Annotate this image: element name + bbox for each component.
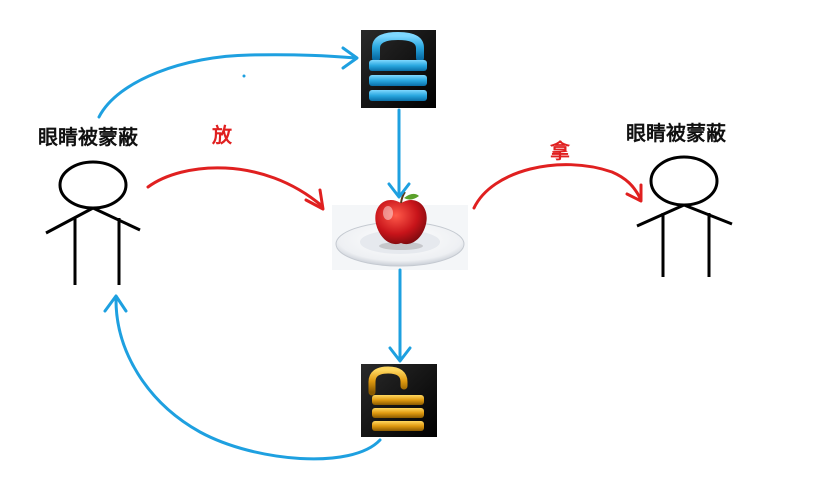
left-person: 眼睛被蒙蔽: [38, 125, 141, 285]
arrow-person-to-lock-head: [341, 46, 359, 70]
apple-on-plate-icon: [332, 191, 468, 270]
arrow-lock-to-apple-head: [387, 182, 411, 199]
locked-padlock-icon: [361, 30, 436, 108]
right-person-label: 眼睛被蒙蔽: [626, 121, 727, 145]
left-stick-figure-icon: [45, 160, 141, 285]
right-stick-figure-icon: [636, 155, 733, 277]
blue-flow-arrows: [97, 46, 412, 461]
put-action-label: 放: [211, 123, 233, 147]
arrow-put: [146, 166, 324, 208]
arrow-unlock-to-person: [114, 298, 382, 461]
arrow-person-to-lock: [97, 53, 358, 119]
red-action-arrows: [146, 163, 643, 211]
stray-dot: [242, 74, 246, 78]
arrow-take: [472, 163, 642, 210]
left-person-label: 眼睛被蒙蔽: [38, 125, 139, 149]
arrow-put-head: [304, 188, 325, 211]
arrow-apple-to-unlock-head: [388, 346, 412, 363]
arrow-take-head: [625, 183, 643, 203]
right-person: 眼睛被蒙蔽: [626, 121, 733, 277]
take-action-label: 拿: [549, 139, 571, 163]
arrow-unlock-to-person-head: [103, 294, 128, 313]
unlocked-padlock-icon: [361, 364, 437, 437]
